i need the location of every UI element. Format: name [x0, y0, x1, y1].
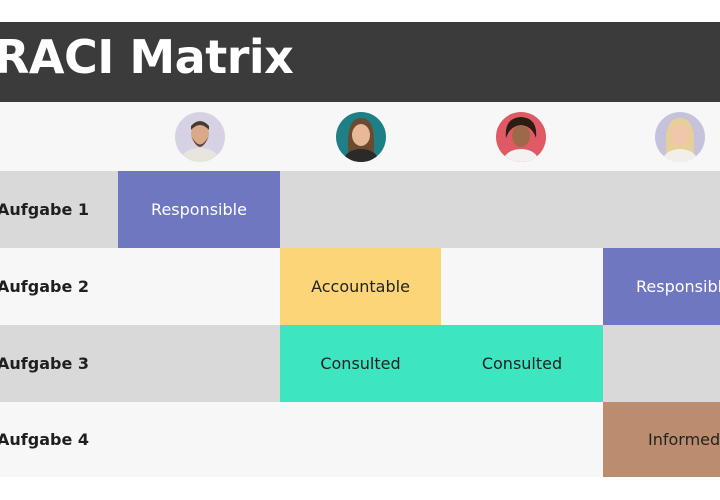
raci-cell[interactable]	[603, 325, 720, 402]
raci-cell[interactable]: Responsible	[603, 248, 720, 325]
table-row: Aufgabe 1 Responsible	[0, 171, 720, 248]
raci-cell[interactable]	[118, 325, 280, 402]
table-row: Aufgabe 2 Accountable Responsible	[0, 248, 720, 325]
row-label: Aufgabe 1	[0, 200, 89, 219]
raci-cell[interactable]	[441, 171, 603, 248]
raci-cell[interactable]	[603, 171, 720, 248]
avatar-row	[0, 102, 720, 172]
raci-cell[interactable]: Consulted	[280, 325, 441, 402]
page-title: RACI Matrix	[0, 30, 294, 84]
raci-cell[interactable]	[118, 248, 280, 325]
person-2-avatar	[336, 112, 386, 162]
raci-cell[interactable]: Informed	[603, 402, 720, 477]
raci-cell[interactable]	[441, 402, 603, 477]
table-row: Aufgabe 3 Consulted Consulted	[0, 325, 720, 402]
title-bar: RACI Matrix	[0, 22, 720, 102]
row-label: Aufgabe 3	[0, 354, 89, 373]
row-label: Aufgabe 4	[0, 430, 89, 449]
raci-cell[interactable]: Consulted	[441, 325, 603, 402]
raci-cell[interactable]	[118, 402, 280, 477]
raci-cell[interactable]: Responsible	[118, 171, 280, 248]
person-1-avatar	[175, 112, 225, 162]
person-4-avatar	[655, 112, 705, 162]
raci-cell[interactable]	[280, 171, 441, 248]
raci-cell[interactable]	[441, 248, 603, 325]
table-row: Aufgabe 4 Informed	[0, 402, 720, 477]
raci-cell[interactable]: Accountable	[280, 248, 441, 325]
row-label: Aufgabe 2	[0, 277, 89, 296]
person-3-avatar	[496, 112, 546, 162]
raci-cell[interactable]	[280, 402, 441, 477]
